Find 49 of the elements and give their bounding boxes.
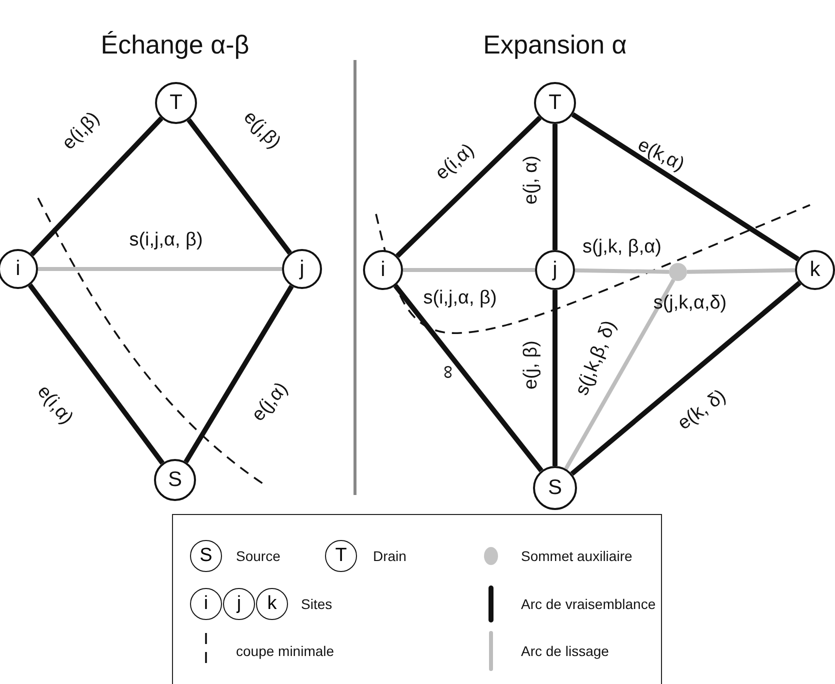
edge-label: e(k,α) <box>634 135 688 175</box>
edge-label: s(j,k,β, δ) <box>572 318 620 398</box>
likelihood-arc <box>552 124 558 250</box>
likelihood-arc <box>552 290 558 466</box>
likelihood-arc <box>184 284 294 464</box>
legend-text: Sites <box>301 596 332 612</box>
likelihood-arc <box>30 116 164 256</box>
legend-symbol: T <box>325 540 357 572</box>
likelihood-arc <box>396 116 542 258</box>
vertex-circle: i <box>363 250 403 290</box>
likelihood-arc <box>28 284 164 465</box>
likelihood-arc <box>571 112 800 262</box>
smoothing-arc <box>38 267 282 271</box>
legend-text: Arc de lissage <box>521 643 609 659</box>
legend-symbol: j <box>223 588 255 620</box>
likelihood-arc <box>186 118 292 255</box>
vertex-circle: T <box>155 82 197 124</box>
legend-text: Arc de vraisemblance <box>521 596 656 612</box>
vertex-circle: j <box>535 250 575 290</box>
auxiliary-vertex <box>669 263 687 281</box>
legend-symbol: S <box>190 540 222 572</box>
edge-label: s(i,j,α, β) <box>129 230 203 250</box>
edge-label: e(j, β) <box>522 340 540 390</box>
vertex-circle: k <box>795 250 835 290</box>
legend-text: Sommet auxiliaire <box>521 548 632 564</box>
edge-label: e(j, α) <box>522 156 540 204</box>
smoothing-arc <box>686 268 796 274</box>
vertex-circle: i <box>0 249 38 289</box>
edge-label: ∞ <box>438 365 458 379</box>
panel-title: Expansion α <box>483 30 627 60</box>
smoothing-arc <box>574 268 670 274</box>
vertex-circle: S <box>533 466 577 510</box>
edge-label: s(j,k,α,δ) <box>653 294 727 312</box>
legend-symbol: k <box>256 588 288 620</box>
vertex-circle: T <box>534 82 576 124</box>
legend-text: Source <box>236 548 280 564</box>
vertex-circle: S <box>154 459 196 501</box>
smoothing-arc <box>403 268 535 272</box>
edge-label: s(j,k, β,α) <box>582 238 662 256</box>
legend-symbol: i <box>190 588 222 620</box>
edge-label: s(i,j,α, β) <box>423 288 497 308</box>
likelihood-arc <box>570 280 802 476</box>
panel-title: Échange α-β <box>100 30 250 60</box>
smoothing-arc <box>564 278 676 470</box>
vertex-circle: j <box>282 249 322 289</box>
legend-text: Drain <box>373 548 406 564</box>
edge-label: e(k, δ) <box>674 386 730 434</box>
likelihood-arc <box>393 284 544 472</box>
legend-text: coupe minimale <box>236 643 334 659</box>
